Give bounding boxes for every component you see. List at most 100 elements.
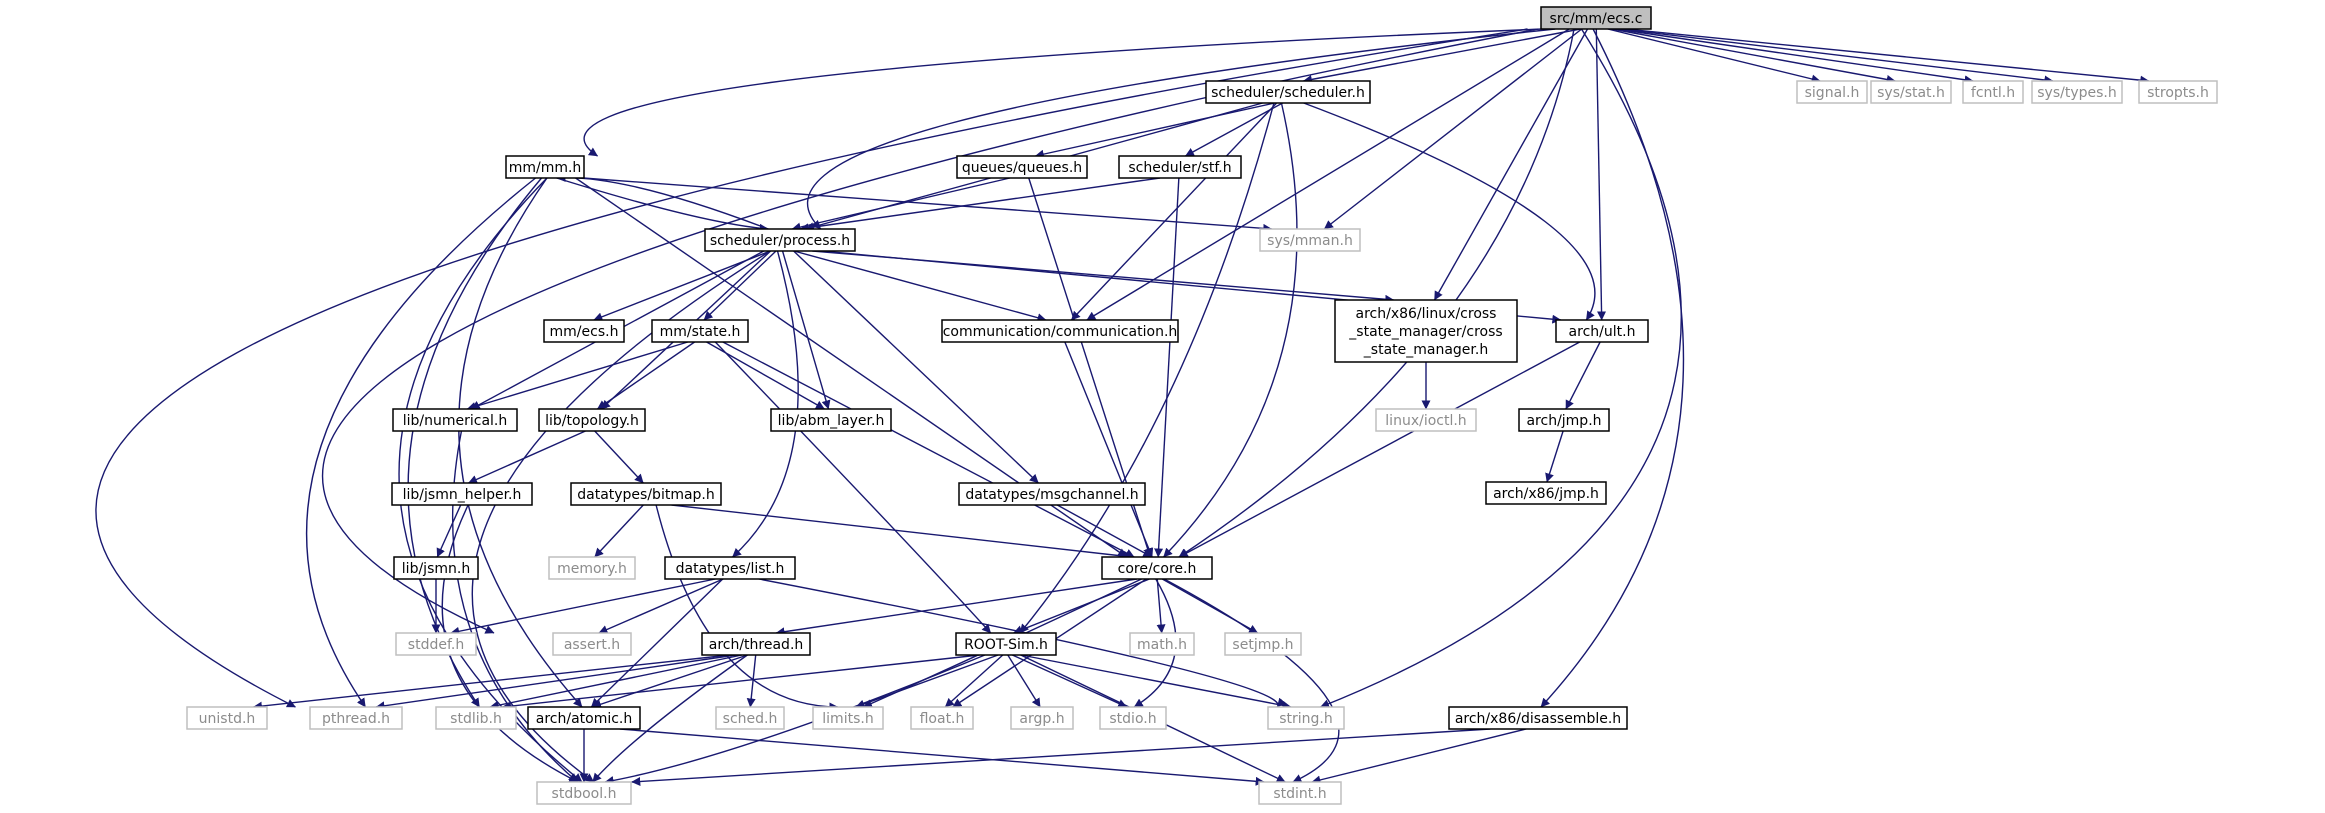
node-label: lib/jsmn.h bbox=[402, 561, 470, 577]
node-label: mm/mm.h bbox=[509, 160, 582, 176]
node-box bbox=[1205, 80, 1371, 104]
node-arch-thread[interactable]: arch/thread.h bbox=[701, 632, 811, 656]
node-box bbox=[704, 228, 856, 252]
node-box bbox=[1267, 706, 1345, 730]
node-sys-mman: sys/mman.h bbox=[1259, 228, 1361, 252]
edge-mm_state_h-to-lib_topology bbox=[597, 341, 695, 410]
node-label: arch/thread.h bbox=[709, 637, 804, 653]
node-memory-h: memory.h bbox=[548, 556, 636, 580]
node-label: float.h bbox=[920, 711, 965, 727]
node-label: datatypes/list.h bbox=[676, 561, 785, 577]
node-mm-state-h[interactable]: mm/state.h bbox=[651, 319, 749, 343]
edge-core_h-to-stdint bbox=[1163, 578, 1340, 783]
node-label: lib/numerical.h bbox=[403, 413, 508, 429]
node-box bbox=[543, 319, 625, 343]
node-box bbox=[664, 556, 796, 580]
node-core-h[interactable]: core/core.h bbox=[1101, 556, 1213, 580]
node-label: lib/topology.h bbox=[545, 413, 639, 429]
node-box bbox=[395, 632, 477, 656]
node-label: arch/x86/disassemble.h bbox=[1455, 711, 1621, 727]
node-rootsim[interactable]: ROOT-Sim.h bbox=[955, 632, 1057, 656]
node-scheduler-h[interactable]: scheduler/scheduler.h bbox=[1205, 80, 1371, 104]
edge-core_h-to-rootsim bbox=[1013, 578, 1150, 635]
edge-mm_h-to-arch_atomic bbox=[458, 177, 583, 708]
edge-stf_h-to-core_h bbox=[1154, 177, 1180, 558]
node-label: scheduler/process.h bbox=[710, 233, 850, 249]
edge-lib_jsmn_helper-to-lib_jsmn bbox=[436, 504, 462, 558]
edge-lib_topology-to-lib_jsmn_helper bbox=[468, 430, 586, 484]
node-box bbox=[1555, 319, 1649, 343]
node-box bbox=[527, 706, 641, 730]
node-box bbox=[538, 408, 646, 432]
node-linux-ioctl: linux/ioctl.h bbox=[1375, 408, 1477, 432]
edge-datatypes_bitmap-to-core_h bbox=[671, 504, 1132, 561]
edge-arch_thread-to-sched bbox=[746, 654, 757, 708]
node-label: stddef.h bbox=[408, 637, 464, 653]
node-mm-ecs-h[interactable]: mm/ecs.h bbox=[543, 319, 625, 343]
node-lib-jsmn-helper[interactable]: lib/jsmn_helper.h bbox=[391, 482, 533, 506]
node-string: string.h bbox=[1267, 706, 1345, 730]
edge-core_h-to-setjmp bbox=[1161, 578, 1259, 634]
node-datatypes-bitmap[interactable]: datatypes/bitmap.h bbox=[570, 482, 722, 506]
edge-ecs_c-to-process_h bbox=[806, 28, 1556, 230]
edge-disassemble-to-stdbool bbox=[631, 728, 1491, 786]
edge-stf_h-to-process_h bbox=[799, 177, 1161, 233]
edge-ecs_c-to-cross_state bbox=[1433, 28, 1589, 301]
node-mm-h[interactable]: mm/mm.h bbox=[505, 155, 585, 179]
node-queues-h[interactable]: queues/queues.h bbox=[956, 155, 1088, 179]
node-fcntl: fcntl.h bbox=[1962, 80, 2024, 104]
node-datatypes-list[interactable]: datatypes/list.h bbox=[664, 556, 796, 580]
node-arch-atomic[interactable]: arch/atomic.h bbox=[527, 706, 641, 730]
node-box bbox=[392, 408, 518, 432]
node-label: assert.h bbox=[564, 637, 620, 653]
node-label: sys/mman.h bbox=[1267, 233, 1353, 249]
node-lib-abm-layer[interactable]: lib/abm_layer.h bbox=[770, 408, 892, 432]
node-label: arch/jmp.h bbox=[1526, 413, 1601, 429]
node-ecs-c[interactable]: src/mm/ecs.c bbox=[1540, 6, 1652, 30]
node-box bbox=[548, 556, 636, 580]
edge-process_h-to-datatypes_msgchannel bbox=[793, 250, 1039, 484]
node-arch-ult[interactable]: arch/ult.h bbox=[1555, 319, 1649, 343]
node-label: mm/state.h bbox=[660, 324, 741, 340]
edge-rootsim-to-float bbox=[944, 654, 1004, 708]
node-box bbox=[1870, 80, 1952, 104]
node-lib-jsmn[interactable]: lib/jsmn.h bbox=[393, 556, 479, 580]
node-math: math.h bbox=[1129, 632, 1195, 656]
node-box bbox=[2138, 80, 2218, 104]
node-label: datatypes/msgchannel.h bbox=[965, 487, 1138, 503]
node-label: stdbool.h bbox=[552, 786, 617, 802]
node-stropts: stropts.h bbox=[2138, 80, 2218, 104]
node-label: argp.h bbox=[1019, 711, 1064, 727]
node-process-h[interactable]: scheduler/process.h bbox=[704, 228, 856, 252]
node-stf-h[interactable]: scheduler/stf.h bbox=[1118, 155, 1242, 179]
node-disassemble[interactable]: arch/x86/disassemble.h bbox=[1448, 706, 1628, 730]
node-box bbox=[1010, 706, 1074, 730]
node-lib-numerical[interactable]: lib/numerical.h bbox=[392, 408, 518, 432]
node-arch-jmp[interactable]: arch/jmp.h bbox=[1518, 408, 1610, 432]
edge-ecs_c-to-fcntl bbox=[1615, 28, 1974, 85]
node-box bbox=[1518, 408, 1610, 432]
node-box bbox=[910, 706, 974, 730]
edge-ecs_c-to-signal bbox=[1607, 28, 1821, 84]
edge-process_h-to-communication_h bbox=[793, 250, 1047, 323]
node-cross-state[interactable]: arch/x86/linux/cross_state_manager/cross… bbox=[1334, 299, 1518, 363]
node-arch-x86-jmp[interactable]: arch/x86/jmp.h bbox=[1485, 481, 1607, 505]
edge-mm_h-to-stdbool bbox=[398, 177, 583, 783]
node-label: unistd.h bbox=[199, 711, 256, 727]
edge-datatypes_list-to-string bbox=[758, 578, 1287, 708]
node-label: memory.h bbox=[557, 561, 627, 577]
node-label: arch/atomic.h bbox=[536, 711, 633, 727]
edge-datatypes_list-to-arch_atomic bbox=[590, 578, 724, 708]
node-datatypes-msgchannel[interactable]: datatypes/msgchannel.h bbox=[958, 482, 1146, 506]
node-box bbox=[941, 319, 1179, 343]
node-label: sched.h bbox=[723, 711, 778, 727]
node-lib-topology[interactable]: lib/topology.h bbox=[538, 408, 646, 432]
node-box bbox=[2031, 80, 2123, 104]
node-label: fcntl.h bbox=[1971, 85, 2015, 101]
node-communication-h[interactable]: communication/communication.h bbox=[941, 319, 1179, 343]
node-box bbox=[770, 408, 892, 432]
node-label: math.h bbox=[1137, 637, 1187, 653]
node-box bbox=[1224, 632, 1302, 656]
node-sched: sched.h bbox=[715, 706, 785, 730]
